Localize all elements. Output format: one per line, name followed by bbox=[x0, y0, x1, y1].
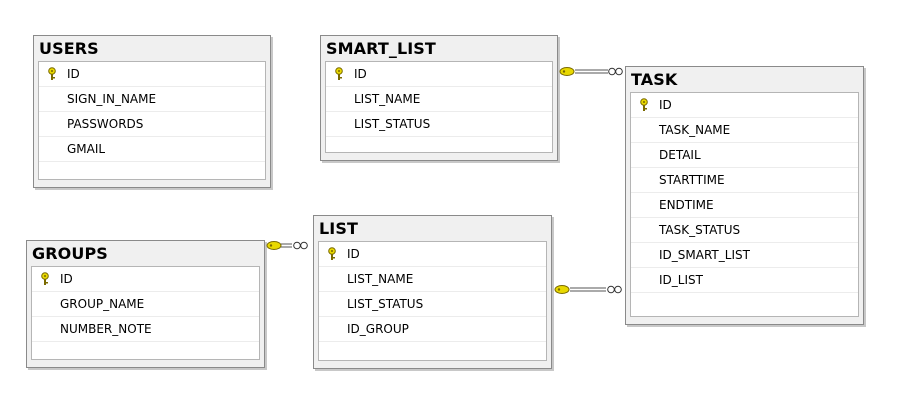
column-row[interactable]: ID bbox=[326, 62, 552, 87]
relationship-list-task[interactable] bbox=[554, 285, 622, 294]
column-name: LIST_STATUS bbox=[347, 297, 424, 311]
column-row[interactable]: LIST_STATUS bbox=[319, 292, 546, 317]
column-row[interactable]: ID bbox=[631, 93, 858, 118]
table-task[interactable]: TASK ID TASK_NAME DETAIL STARTTIME ENDTI… bbox=[625, 66, 864, 325]
column-list: ID SIGN_IN_NAME PASSWORDS GMAIL bbox=[38, 61, 266, 180]
column-name: LIST_NAME bbox=[354, 92, 421, 106]
infinity-end-icon bbox=[293, 241, 308, 250]
column-row[interactable]: ID_GROUP bbox=[319, 317, 546, 342]
column-row[interactable]: NUMBER_NOTE bbox=[32, 317, 259, 342]
column-row[interactable]: LIST_NAME bbox=[326, 87, 552, 112]
column-list: ID TASK_NAME DETAIL STARTTIME ENDTIME TA… bbox=[630, 92, 859, 317]
relationship-groups-list[interactable] bbox=[266, 241, 308, 250]
column-name: GROUP_NAME bbox=[60, 297, 145, 311]
column-row[interactable]: GROUP_NAME bbox=[32, 292, 259, 317]
column-row[interactable]: LIST_STATUS bbox=[326, 112, 552, 137]
table-smart-list[interactable]: SMART_LIST ID LIST_NAME LIST_STATUS bbox=[320, 35, 558, 161]
column-name: GMAIL bbox=[67, 142, 106, 156]
table-list[interactable]: LIST ID LIST_NAME LIST_STATUS ID_GROUP bbox=[313, 215, 552, 369]
column-name: ID bbox=[67, 67, 80, 81]
column-name: ENDTIME bbox=[659, 198, 714, 212]
column-row[interactable]: STARTTIME bbox=[631, 168, 858, 193]
column-list: ID LIST_NAME LIST_STATUS ID_GROUP bbox=[318, 241, 547, 361]
infinity-end-icon bbox=[607, 285, 622, 294]
key-icon bbox=[640, 98, 648, 111]
column-name: ID bbox=[659, 98, 672, 112]
column-row[interactable]: SIGN_IN_NAME bbox=[39, 87, 265, 112]
column-name: LIST_STATUS bbox=[354, 117, 431, 131]
key-end-icon bbox=[559, 67, 575, 76]
column-row[interactable]: ID bbox=[319, 242, 546, 267]
key-icon bbox=[48, 67, 56, 80]
column-name: LIST_NAME bbox=[347, 272, 414, 286]
column-name: ID bbox=[354, 67, 367, 81]
column-row[interactable]: DETAIL bbox=[631, 143, 858, 168]
column-row[interactable]: ID_SMART_LIST bbox=[631, 243, 858, 268]
relationship-smart-list-task[interactable] bbox=[559, 67, 623, 76]
column-list: ID LIST_NAME LIST_STATUS bbox=[325, 61, 553, 153]
column-row[interactable]: TASK_STATUS bbox=[631, 218, 858, 243]
column-name: ID bbox=[60, 272, 73, 286]
key-icon bbox=[335, 67, 343, 80]
column-list: ID GROUP_NAME NUMBER_NOTE bbox=[31, 266, 260, 360]
column-row[interactable]: ID bbox=[39, 62, 265, 87]
column-row[interactable]: TASK_NAME bbox=[631, 118, 858, 143]
table-users[interactable]: USERS ID SIGN_IN_NAME PASSWORDS GMAIL bbox=[33, 35, 271, 188]
column-row[interactable]: ID bbox=[32, 267, 259, 292]
column-name: TASK_STATUS bbox=[659, 223, 741, 237]
table-title: LIST bbox=[319, 219, 358, 238]
table-title: SMART_LIST bbox=[326, 39, 436, 58]
column-row[interactable]: ENDTIME bbox=[631, 193, 858, 218]
column-name: ID_GROUP bbox=[347, 322, 409, 336]
table-groups[interactable]: GROUPS ID GROUP_NAME NUMBER_NOTE bbox=[26, 240, 265, 368]
key-icon bbox=[328, 247, 336, 260]
column-name: TASK_NAME bbox=[659, 123, 731, 137]
column-name: PASSWORDS bbox=[67, 117, 144, 131]
column-row[interactable]: GMAIL bbox=[39, 137, 265, 162]
key-icon bbox=[41, 272, 49, 285]
column-name: ID_LIST bbox=[659, 273, 703, 287]
column-row[interactable]: ID_LIST bbox=[631, 268, 858, 293]
column-name: ID bbox=[347, 247, 360, 261]
key-end-icon bbox=[266, 241, 282, 250]
column-name: NUMBER_NOTE bbox=[60, 322, 152, 336]
infinity-end-icon bbox=[608, 67, 623, 76]
column-row[interactable]: LIST_NAME bbox=[319, 267, 546, 292]
table-title: GROUPS bbox=[32, 244, 108, 263]
column-name: DETAIL bbox=[659, 148, 701, 162]
key-end-icon bbox=[554, 285, 570, 294]
table-title: TASK bbox=[631, 70, 678, 89]
column-name: ID_SMART_LIST bbox=[659, 248, 750, 262]
column-name: SIGN_IN_NAME bbox=[67, 92, 157, 106]
table-title: USERS bbox=[39, 39, 99, 58]
column-row[interactable]: PASSWORDS bbox=[39, 112, 265, 137]
column-name: STARTTIME bbox=[659, 173, 725, 187]
